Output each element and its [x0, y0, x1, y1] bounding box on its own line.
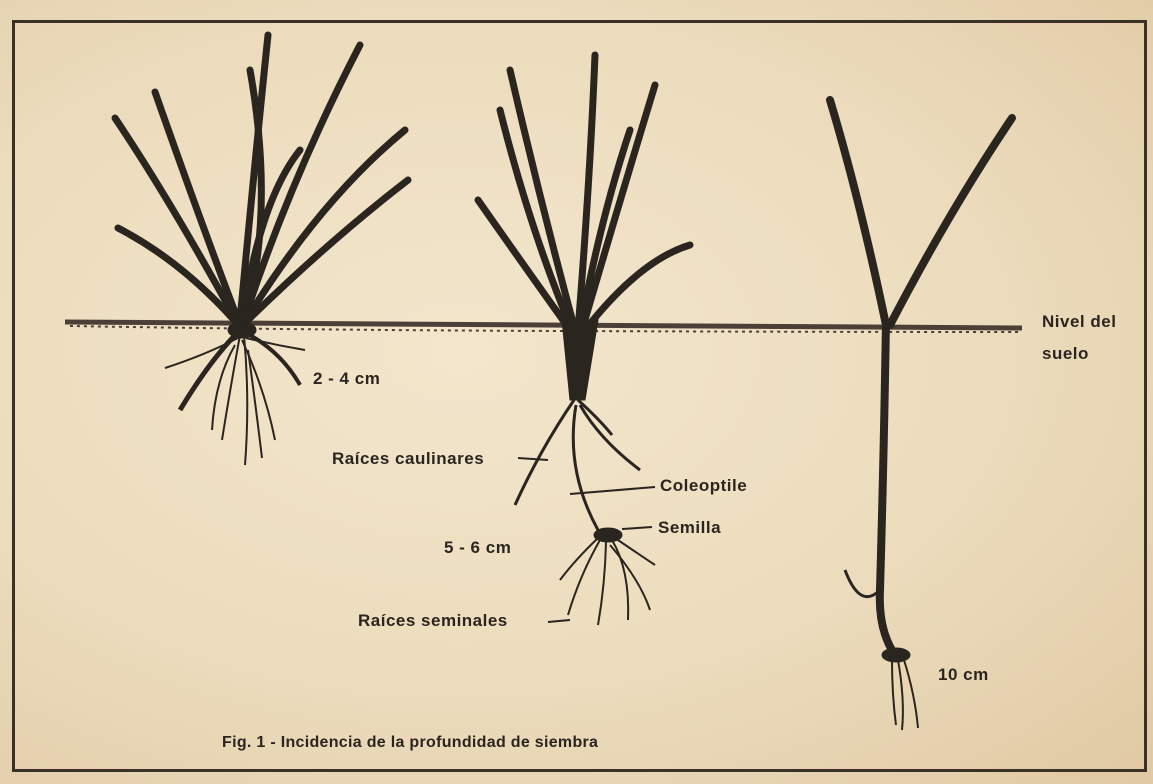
plant-deep-stem — [880, 320, 895, 655]
depth-label-shallow: 2 - 4 cm — [313, 369, 380, 389]
plant-deep-stem-root — [845, 570, 880, 597]
soil-level-label-line2: suelo — [1042, 344, 1089, 364]
coleoptile-label: Coleoptile — [660, 476, 747, 496]
leader-seminal-roots — [548, 620, 570, 622]
plant-medium-seminal-roots — [560, 538, 655, 625]
plant-shallow-crown — [228, 322, 256, 338]
plant-deep-seed — [882, 648, 910, 662]
seed-label: Semilla — [658, 518, 721, 538]
stem-roots-label: Raíces caulinares — [332, 449, 484, 469]
plant-deep-leaves — [830, 100, 1012, 325]
leader-lines — [518, 458, 655, 622]
soil-level-label-line1: Nivel del — [1042, 312, 1116, 332]
leader-seed — [622, 527, 652, 529]
leader-stem-roots — [518, 458, 548, 460]
plant-shallow — [115, 35, 408, 465]
plant-shallow-leaves — [115, 35, 408, 320]
plant-deep — [830, 100, 1012, 730]
depth-label-medium: 5 - 6 cm — [444, 538, 511, 558]
seminal-roots-label: Raíces seminales — [358, 611, 508, 631]
plant-medium-coleoptile — [562, 320, 598, 400]
plant-medium-leaves — [478, 55, 690, 330]
soil-level-line — [65, 322, 1022, 332]
depth-label-deep: 10 cm — [938, 665, 989, 685]
plant-shallow-roots — [165, 330, 305, 465]
plant-deep-seminal-roots — [892, 660, 918, 730]
figure-caption: Fig. 1 - Incidencia de la profundidad de… — [222, 734, 598, 752]
